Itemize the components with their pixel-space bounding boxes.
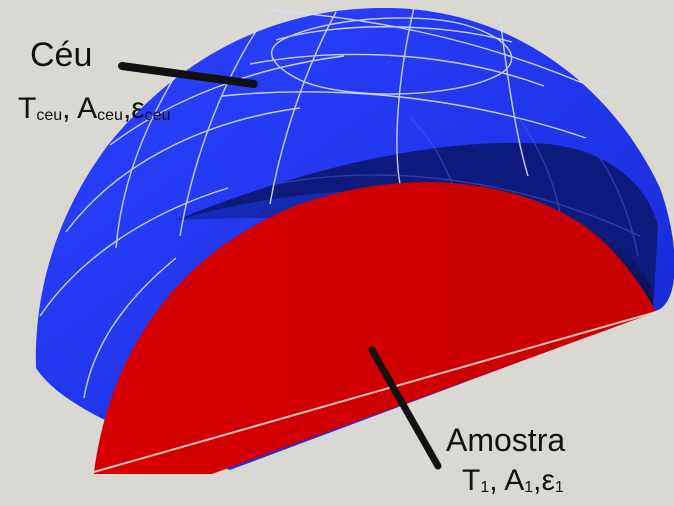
sample-variables: T1, A1,ε1 xyxy=(462,466,564,496)
sample-temperature-symbol: T xyxy=(462,464,481,497)
sample-edge-highlight xyxy=(93,311,657,473)
sample-area-subscript: 1 xyxy=(524,479,534,496)
sample-emissivity-subscript: 1 xyxy=(554,479,564,496)
sky-separator-2: , xyxy=(122,92,132,125)
sky-area-symbol: A xyxy=(77,92,98,125)
sky-separator-1: , xyxy=(62,92,78,125)
sky-area-subscript: ceu xyxy=(97,107,123,124)
sample-separator-2: , xyxy=(533,464,542,497)
sky-emissivity-symbol: ε xyxy=(131,92,145,125)
sky-temperature-subscript: ceu xyxy=(36,107,63,124)
sample-temperature-subscript: 1 xyxy=(480,479,490,496)
sample-area-symbol: A xyxy=(504,464,525,497)
sky-pointer-line xyxy=(118,62,258,88)
sky-title: Céu xyxy=(30,36,93,74)
sky-temperature-symbol: T xyxy=(18,92,37,125)
sky-grid-lines xyxy=(39,7,609,399)
sample-base xyxy=(94,182,656,475)
sample-separator-1: , xyxy=(489,464,505,497)
sample-title: Amostra xyxy=(446,422,566,458)
sample-pointer-line xyxy=(368,346,442,470)
sky-variables: Tceu, Aceu,εceu xyxy=(18,94,170,124)
sky-emissivity-subscript: ceu xyxy=(144,107,171,124)
sample-emissivity-symbol: ε xyxy=(541,464,555,497)
